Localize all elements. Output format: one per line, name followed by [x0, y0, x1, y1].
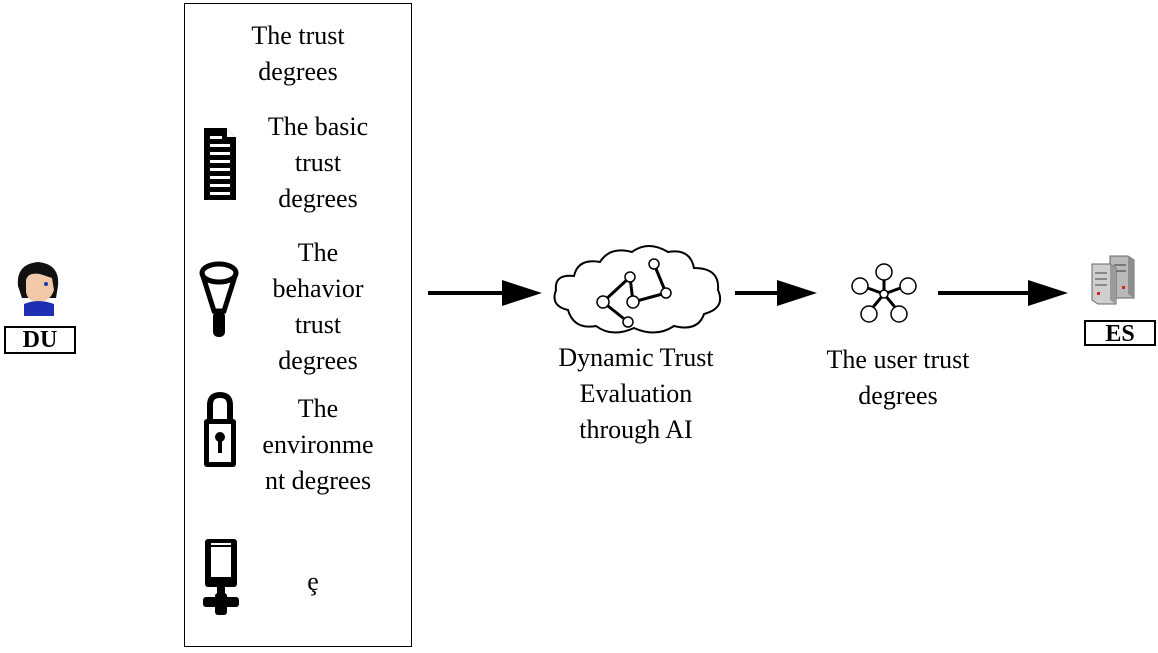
document-icon: [204, 128, 236, 200]
trust-degrees-panel: The trust degrees The basic trust degree…: [184, 3, 412, 647]
device-icon: [203, 539, 239, 615]
user-trust-label: The user trust degrees: [826, 345, 970, 410]
evaluation-label: Dynamic Trust Evaluation through AI: [558, 343, 714, 444]
device-label: ȩ: [307, 567, 319, 596]
cloud-network-icon: [553, 245, 722, 334]
user-avatar-icon: [17, 262, 59, 316]
funnel-icon: [199, 261, 239, 337]
arrow-panel-to-evaluation: [428, 280, 542, 306]
basic-trust-label: The basic trust degrees: [267, 112, 369, 213]
hub-network-icon: [851, 263, 917, 323]
padlock-icon: [204, 391, 236, 467]
environment-label: The environme nt degrees: [262, 394, 374, 495]
es-label: ES: [1084, 320, 1156, 346]
panel-header: The trust degrees: [251, 21, 345, 86]
arrow-evaluation-to-user-trust: [735, 280, 817, 306]
du-label: DU: [4, 326, 76, 354]
behavior-trust-label: The behavior trust degrees: [272, 238, 364, 375]
server-icon: [1091, 255, 1135, 305]
arrow-user-trust-to-es: [938, 280, 1068, 306]
